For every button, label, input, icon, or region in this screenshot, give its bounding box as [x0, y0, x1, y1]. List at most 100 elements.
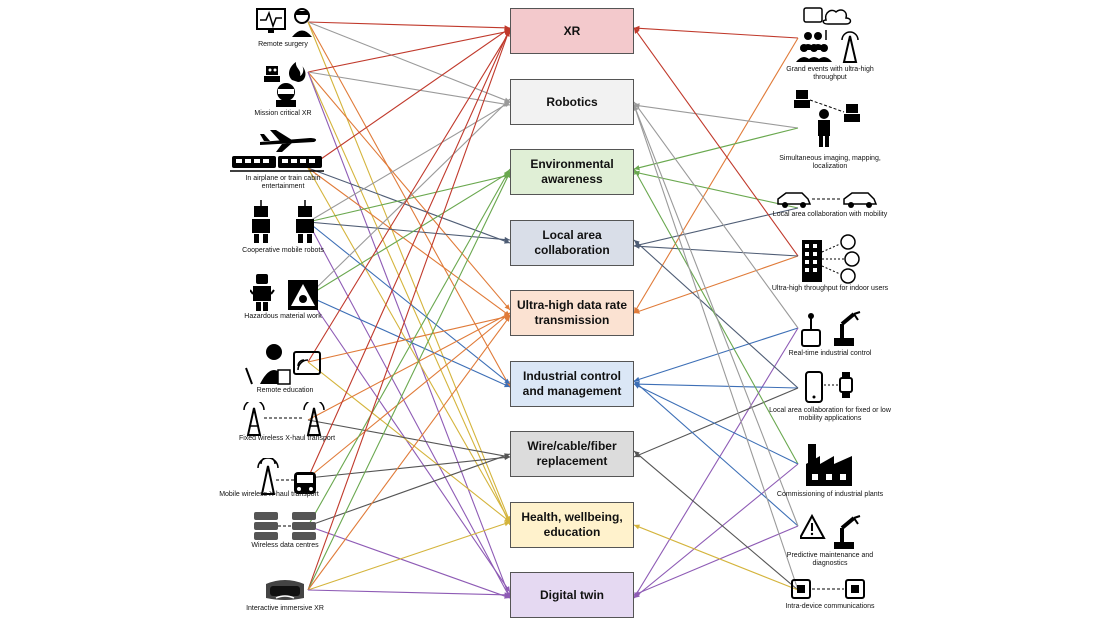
- imaging-mapping-icon: [794, 90, 860, 147]
- category-health-wellbeing: Health, wellbeing, education: [510, 502, 634, 548]
- left-link-line: [307, 30, 511, 363]
- left-link-line: [307, 221, 511, 241]
- left-link-arrow: [504, 516, 510, 522]
- right-link-line: [633, 127, 799, 170]
- left-link-line: [307, 21, 511, 388]
- right-link-line: [633, 245, 799, 257]
- mission-critical-xr-icon: [264, 62, 306, 107]
- left-label-hazardous-material: Hazardous material work: [244, 313, 322, 320]
- left-link-line: [307, 419, 511, 458]
- mobile-robots-icon: [252, 200, 314, 243]
- category-ultra-high-data-rate: Ultra-high data rate transmission: [510, 290, 634, 336]
- right-label-cars-collaboration: Local area collaboration with mobility: [772, 211, 888, 218]
- category-local-area-collaboration: Local area collaboration: [510, 220, 634, 266]
- right-link-line: [633, 27, 799, 257]
- left-link-arrow: [504, 378, 510, 384]
- vr-headset-icon: [266, 580, 304, 600]
- right-link-line: [633, 101, 799, 329]
- left-link-line: [307, 525, 511, 599]
- left-link-line: [307, 589, 511, 596]
- left-label-remote-surgery: Remote surgery: [258, 41, 308, 48]
- factory-icon: [806, 444, 852, 486]
- right-link-arrow: [634, 590, 640, 596]
- cars-collaboration-icon: [777, 192, 878, 208]
- right-label-industrial-control: Real-time industrial control: [788, 350, 872, 357]
- remote-surgery-icon: [256, 8, 312, 37]
- right-link-line: [633, 450, 799, 591]
- right-link-line: [633, 27, 799, 39]
- left-link-line: [307, 295, 511, 593]
- right-link-line: [633, 207, 799, 247]
- right-link-line: [633, 327, 799, 599]
- right-link-arrow: [634, 524, 640, 530]
- left-link-line: [307, 456, 511, 479]
- link-lines: [307, 21, 799, 599]
- right-link-line: [633, 380, 799, 527]
- left-link-line: [307, 221, 511, 599]
- right-link-line: [633, 383, 799, 465]
- left-link-line: [307, 167, 511, 244]
- left-link-line: [307, 295, 511, 388]
- left-link-arrow: [504, 586, 510, 592]
- left-link-line: [307, 27, 511, 479]
- left-link-arrow: [504, 313, 510, 319]
- hazardous-material-icon: [250, 274, 318, 311]
- left-link-line: [307, 453, 511, 527]
- left-link-line: [307, 71, 511, 526]
- left-label-mission-critical-xr: Mission critical XR: [254, 110, 312, 117]
- right-link-line: [633, 104, 799, 527]
- indoor-users-icon: [802, 234, 860, 284]
- right-link-arrow: [634, 243, 640, 249]
- category-industrial-control: Industrial control and management: [510, 361, 634, 407]
- left-link-line: [307, 167, 511, 317]
- intra-device-icon: [791, 579, 865, 599]
- maintenance-icon: [800, 513, 861, 549]
- right-label-maintenance: Predictive maintenance and diagnostics: [786, 552, 874, 567]
- left-link-line: [307, 71, 511, 106]
- left-link-line: [307, 315, 511, 591]
- right-link-line: [633, 327, 799, 382]
- left-link-arrow: [504, 304, 510, 310]
- right-link-arrow: [634, 240, 640, 246]
- right-label-imaging-mapping: Simultaneous imaging, mapping, localizat…: [779, 155, 881, 170]
- right-link-line: [633, 171, 799, 209]
- right-link-arrow: [634, 592, 640, 598]
- right-link-arrow: [634, 25, 640, 31]
- left-link-arrow: [504, 453, 510, 459]
- right-link-line: [633, 255, 799, 314]
- left-link-line: [307, 361, 511, 523]
- right-link-arrow: [634, 384, 640, 389]
- right-link-line: [633, 387, 799, 458]
- left-link-line: [307, 27, 511, 169]
- right-link-arrow: [634, 165, 640, 171]
- right-link-arrow: [634, 451, 640, 457]
- left-label-remote-education: Remote education: [256, 387, 314, 394]
- category-digital-twin: Digital twin: [510, 572, 634, 618]
- right-link-line: [633, 37, 799, 314]
- right-label-grand-events: Grand events with ultra-high throughput: [786, 66, 874, 81]
- left-label-mobile-robots: Cooperative mobile robots: [242, 247, 324, 254]
- right-link-arrow: [633, 105, 639, 111]
- left-label-airplane-train: In airplane or train cabin entertainment: [245, 175, 321, 190]
- data-centre-icon: [254, 512, 316, 540]
- remote-education-icon: [245, 344, 321, 385]
- right-link-arrow: [634, 28, 640, 34]
- right-label-factory: Commissioning of industrial plants: [776, 491, 884, 498]
- right-link-arrow: [634, 376, 640, 382]
- left-link-line: [307, 168, 511, 527]
- grand-events-icon: [796, 7, 859, 63]
- left-link-arrow: [505, 28, 511, 34]
- right-link-line: [633, 525, 799, 596]
- right-label-phone-watch: Local area collaboration for fixed or lo…: [769, 407, 891, 422]
- right-link-line: [633, 104, 799, 129]
- left-link-line: [307, 21, 511, 29]
- left-link-arrow: [504, 99, 510, 105]
- left-label-fixed-wireless: Fixed wireless X-haul transport: [238, 435, 336, 442]
- fixed-wireless-icon: [243, 402, 325, 436]
- left-label-data-centre: Wireless data centres: [251, 542, 319, 549]
- left-link-line: [307, 171, 511, 591]
- right-link-arrow: [634, 381, 640, 387]
- left-link-arrow: [504, 521, 510, 527]
- airplane-train-icon: [230, 130, 324, 172]
